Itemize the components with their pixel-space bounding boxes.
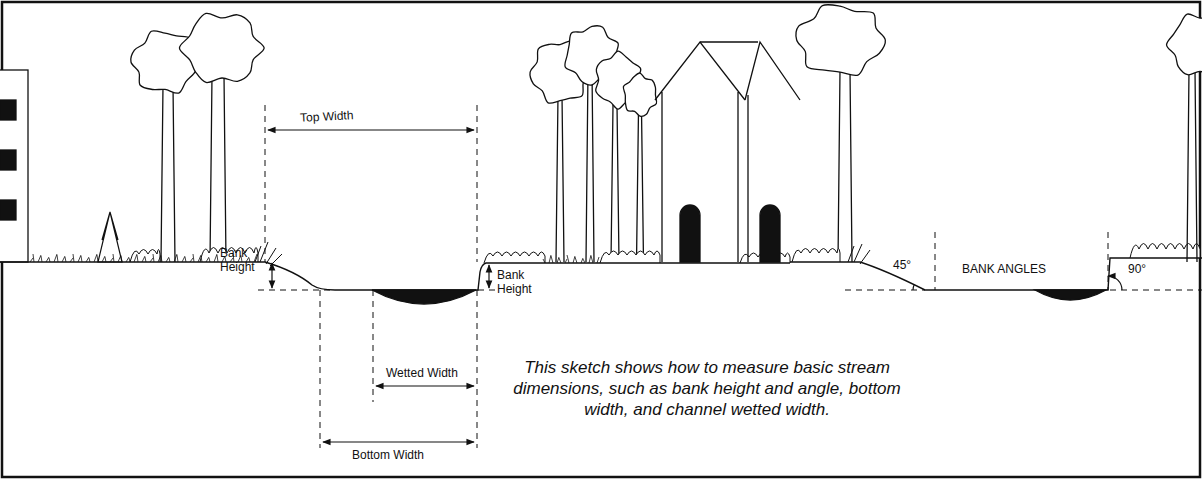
spruce (98, 212, 122, 262)
tree-trunk (210, 75, 226, 262)
buildings (0, 70, 28, 262)
bush (1130, 244, 1200, 259)
dimension-arrows (268, 130, 1122, 442)
tree-trunk (586, 70, 594, 262)
tree-canopy (1167, 14, 1202, 75)
buildings (0, 150, 16, 170)
dimension-label: Bank Height (220, 246, 264, 274)
dimension-arrows (271, 263, 272, 288)
tree-canopy (179, 13, 264, 82)
channel-profile (0, 262, 790, 290)
buildings (0, 100, 16, 120)
angle-label: 45° (893, 258, 923, 272)
buildings (655, 42, 745, 262)
buildings (700, 42, 800, 262)
dimension-arrows (1108, 276, 1122, 290)
dimension-label: Top Width (300, 105, 411, 125)
measure-guides (320, 290, 477, 448)
dimension-arrows (268, 129, 474, 130)
channel-profile (0, 258, 1202, 304)
tree-trunk (161, 85, 175, 262)
dimension-arrows (913, 285, 914, 290)
measure-guides (845, 232, 1202, 290)
angle-heading: BANK ANGLES (962, 262, 1072, 276)
tree-trunk (1187, 70, 1197, 262)
vegetation (30, 5, 1202, 266)
channel-profile (790, 258, 1202, 290)
buildings (0, 200, 16, 220)
tree-canopy (623, 73, 656, 116)
buildings (680, 205, 700, 262)
buildings (0, 42, 800, 262)
tree-trunk (637, 110, 644, 262)
channel-profile (372, 290, 476, 304)
measure-guides (258, 105, 1202, 448)
bush (600, 251, 660, 263)
channel-profile (1035, 290, 1106, 300)
measure-guides (258, 105, 500, 290)
dimension-arrows (488, 265, 489, 288)
dimension-label: Wetted Width (386, 366, 476, 380)
tree-trunk (838, 70, 852, 262)
bush (484, 252, 545, 263)
tree-trunk (556, 95, 564, 262)
bush (792, 249, 840, 263)
caption: This sketch shows how to measure basic s… (505, 357, 909, 420)
tree-trunk (611, 105, 619, 262)
grass (543, 255, 599, 263)
bank-grass (848, 244, 870, 264)
angle-label: 90° (1128, 262, 1158, 276)
dimension-arrows (376, 385, 474, 386)
dimension-arrows (323, 441, 474, 442)
buildings (760, 205, 780, 262)
tree-canopy (796, 5, 885, 76)
dimension-label: Bottom Width (352, 448, 452, 462)
dimension-label: Bank Height (497, 268, 541, 296)
